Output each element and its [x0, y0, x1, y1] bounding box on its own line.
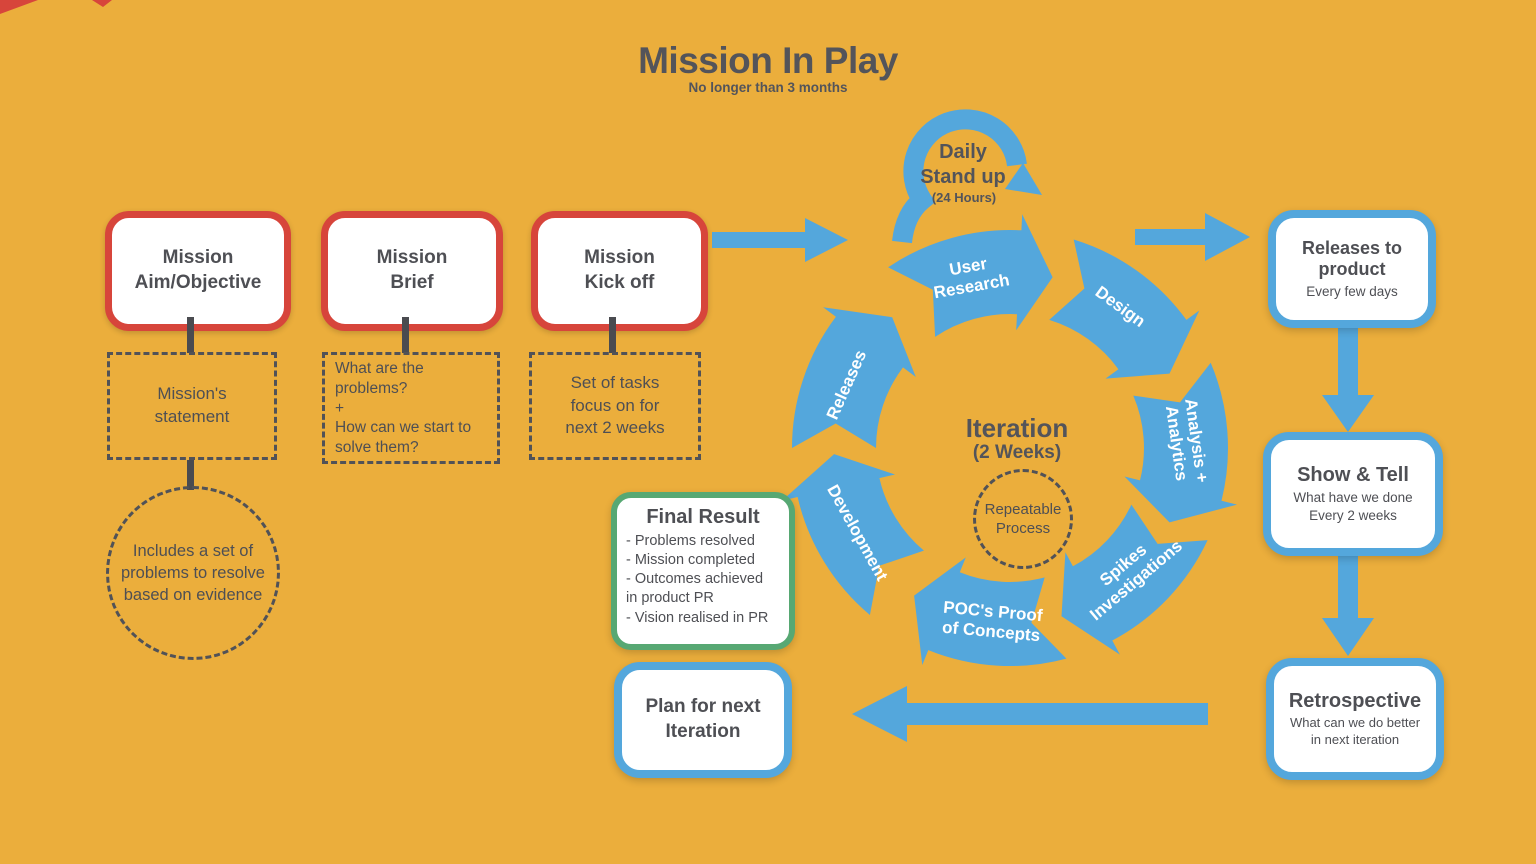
daily-standup-subtitle: (24 Hours)	[931, 190, 997, 205]
box-releases-to-product: Releases to product Every few days	[1268, 210, 1436, 328]
releases-to-product-subtitle: Every few days	[1306, 283, 1398, 299]
connector-line	[187, 317, 194, 353]
cycle-segment	[792, 307, 916, 448]
corner-artifact	[0, 0, 38, 14]
connector-line	[609, 317, 616, 353]
arrow-showtell-to-retrospective	[1322, 540, 1374, 656]
cycle-segment	[1061, 504, 1208, 655]
repeatable-process-circle: Repeatable Process	[973, 469, 1073, 569]
iteration-title: Iteration	[965, 413, 1069, 443]
show-and-tell-title: Show & Tell	[1297, 464, 1409, 487]
box-mission-brief: Mission Brief	[321, 211, 503, 331]
note-missions-statement: Mission's statement	[107, 352, 277, 460]
box-mission-aim-objective: Mission Aim/Objective	[105, 211, 291, 331]
connector-line	[187, 460, 194, 490]
page-subtitle: No longer than 3 months	[688, 80, 848, 95]
daily-standup-arrowhead	[1005, 163, 1042, 195]
cycle-label-poc: POC's Proof of Concepts	[941, 597, 1044, 646]
cycle-segment	[914, 557, 1067, 667]
daily-standup-title: Daily Stand up	[920, 141, 1006, 188]
cycle-segment	[1124, 362, 1237, 523]
note-problems: What are the problems? + How can we star…	[322, 352, 500, 464]
arrow-cycle-to-releases	[1135, 213, 1250, 261]
note-set-of-tasks: Set of tasks focus on for next 2 weeks	[529, 352, 701, 460]
box-mission-kickoff: Mission Kick off	[531, 211, 708, 331]
retrospective-subtitle: What can we do better in next iteration	[1289, 715, 1421, 747]
evidence-circle: Includes a set of problems to resolve ba…	[106, 486, 280, 660]
box-show-and-tell: Show & Tell What have we done Every 2 we…	[1263, 432, 1443, 556]
corner-artifact	[92, 0, 112, 7]
daily-standup-loop-arrow	[892, 109, 1027, 244]
arrow-releases-to-showtell	[1322, 310, 1374, 432]
show-and-tell-subtitle: What have we done Every 2 weeks	[1293, 490, 1413, 523]
cycle-segment	[1049, 239, 1200, 379]
releases-to-product-title: Releases to product	[1301, 237, 1403, 280]
box-retrospective: Retrospective What can we do better in n…	[1266, 658, 1444, 780]
final-result-title: Final Result	[646, 506, 760, 528]
cycle-segment	[888, 214, 1053, 337]
iteration-cycle-ring	[782, 214, 1237, 667]
box-final-result: Final Result - Problems resolved - Missi…	[611, 492, 795, 650]
final-result-items: - Problems resolved - Mission completed …	[626, 533, 769, 626]
arrow-retrospective-to-plan	[852, 686, 1208, 742]
cycle-segment	[782, 454, 924, 615]
retrospective-title: Retrospective	[1288, 690, 1422, 713]
box-plan-next-iteration: Plan for next Iteration	[614, 662, 792, 778]
connector-line	[402, 317, 409, 353]
page-title: Mission In Play	[638, 40, 898, 81]
iteration-subtitle: (2 Weeks)	[972, 442, 1062, 463]
arrow-kickoff-to-cycle	[712, 218, 848, 262]
